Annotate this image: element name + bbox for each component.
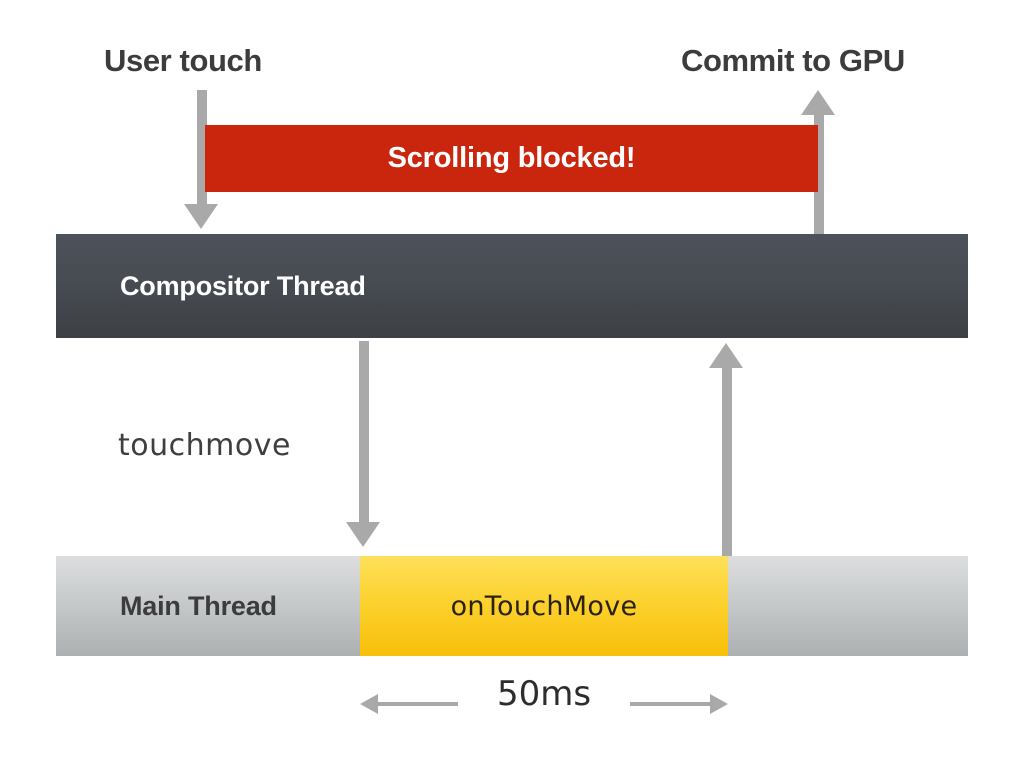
commit-to-gpu-up-arrow-icon (801, 90, 835, 235)
arrow-head-up-icon (801, 90, 835, 115)
on-touch-move-task-block: onTouchMove (360, 556, 728, 656)
dimension-arrow-left-icon (360, 694, 378, 714)
arrow-shaft (197, 90, 207, 206)
user-touch-label: User touch (104, 43, 262, 78)
scrolling-blocked-banner: Scrolling blocked! (205, 125, 818, 192)
arrow-head-down-icon (184, 204, 218, 229)
dimension-line-right (630, 702, 711, 706)
duration-value: 50ms (479, 674, 609, 714)
compositor-thread-label: Compositor Thread (120, 270, 366, 301)
arrow-head-up-icon (709, 343, 743, 368)
user-touch-down-arrow-icon (184, 90, 218, 230)
arrow-shaft (722, 365, 732, 557)
arrow-shaft (359, 341, 369, 524)
arrow-shaft (814, 112, 824, 234)
dimension-line-left (377, 702, 458, 706)
compositor-thread-track: Compositor Thread (56, 234, 968, 338)
on-touch-move-label: onTouchMove (450, 590, 638, 622)
dimension-arrow-right-icon (710, 694, 728, 714)
scrolling-blocked-text: Scrolling blocked! (387, 142, 636, 174)
duration-measurement: 50ms (360, 674, 728, 732)
commit-to-gpu-label: Commit to GPU (681, 43, 905, 78)
arrow-head-down-icon (346, 522, 380, 547)
touchmove-label: touchmove (118, 428, 291, 463)
handler-return-up-arrow-icon (709, 343, 743, 558)
main-thread-label: Main Thread (120, 590, 277, 621)
touchmove-dispatch-down-arrow-icon (346, 341, 380, 548)
